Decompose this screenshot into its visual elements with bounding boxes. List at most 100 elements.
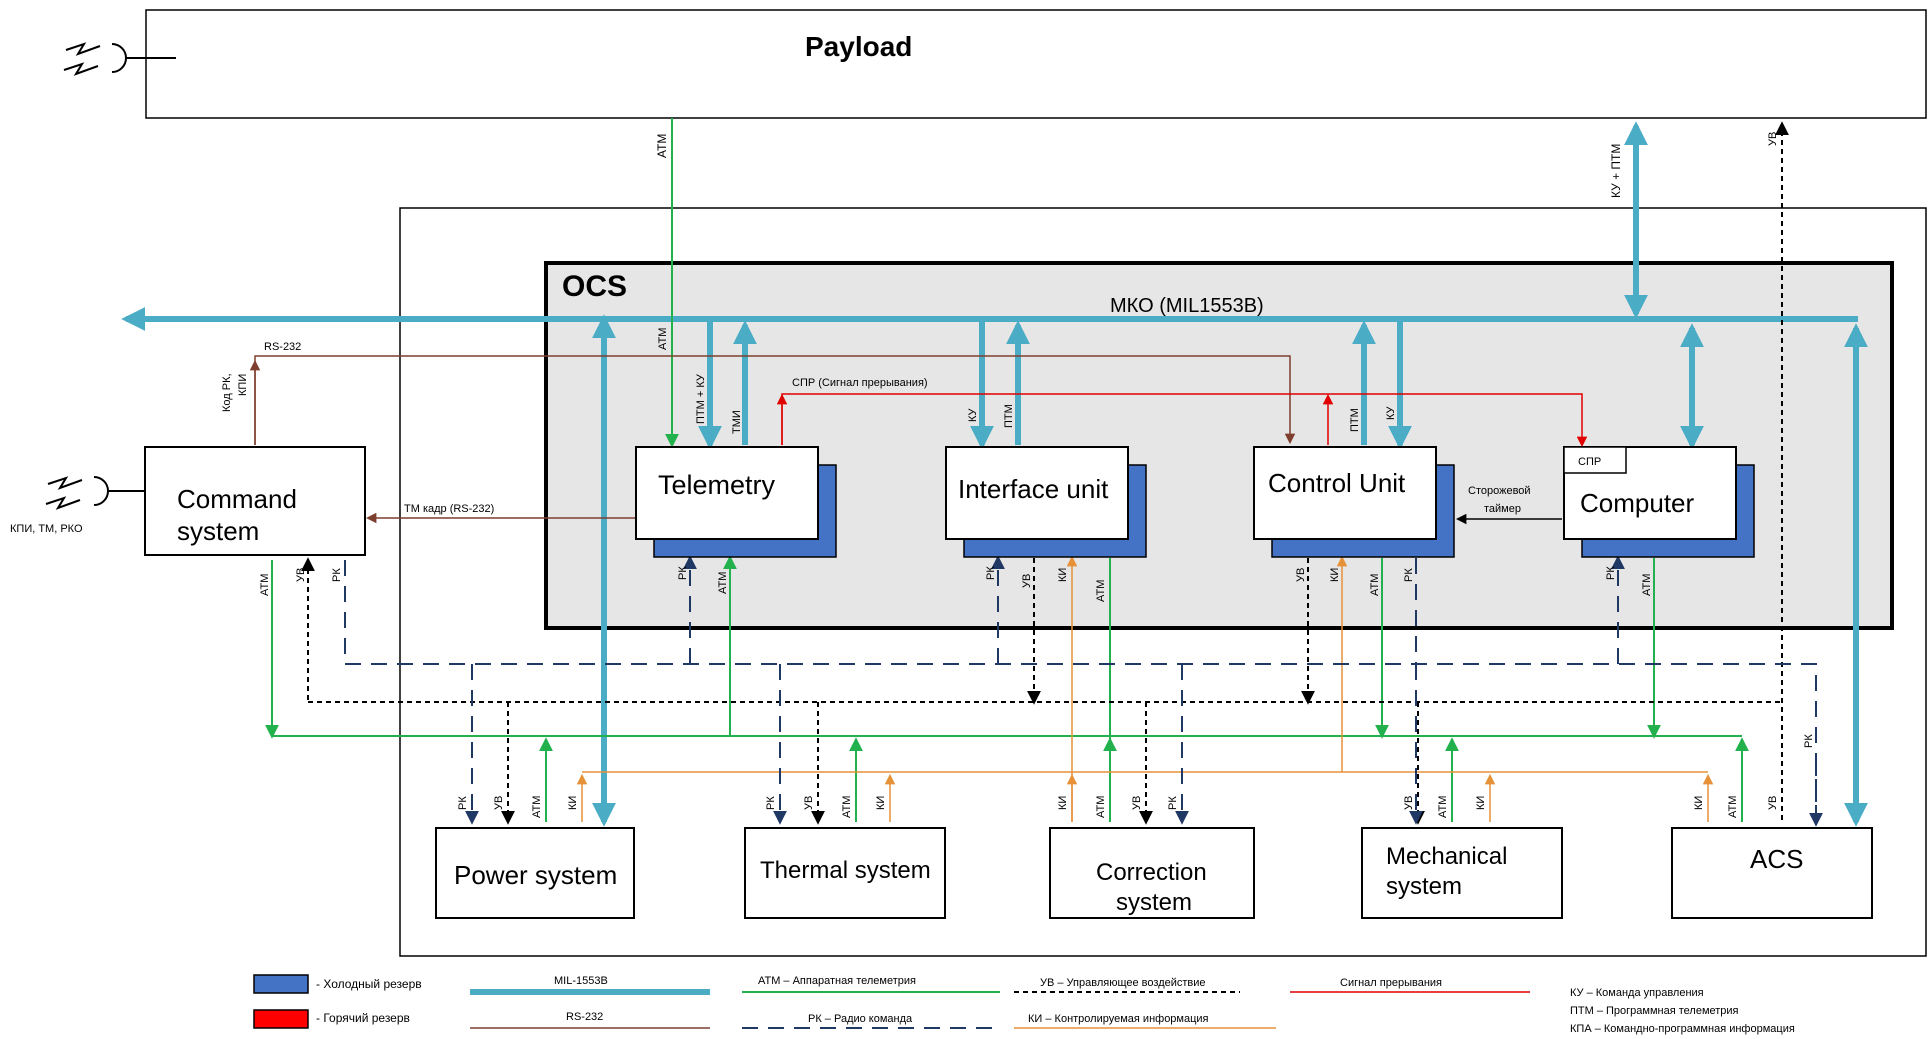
interface-unit-box	[945, 446, 1129, 540]
payload-uv-label: УВ	[1767, 132, 1779, 146]
computer-label: Computer	[1580, 488, 1694, 518]
ps-rk-label: РК	[457, 796, 469, 810]
telemetry-box	[635, 446, 819, 540]
cs-atm-label: АТМ	[259, 574, 271, 596]
legend-cold-label: - Холодный резерв	[316, 977, 422, 991]
iu-rk-label: РК	[985, 566, 997, 580]
ts-uv-label: УВ	[803, 796, 815, 810]
comp-rk-label: РК	[1605, 566, 1617, 580]
legend-hot-label: - Горячий резерв	[316, 1011, 410, 1025]
payload-box	[145, 9, 1927, 119]
iu-ptm-label: ПТМ	[1003, 404, 1015, 428]
tm-tmi-label: ТМИ	[731, 410, 743, 434]
acs-label: ACS	[1750, 844, 1803, 874]
computer-tag: СПР	[1578, 456, 1601, 468]
ocs-box	[544, 261, 1894, 630]
watchdog-label-2: таймер	[1484, 503, 1521, 515]
legend-hot-swatch	[253, 1009, 309, 1029]
legend-abbr-1: КУ – Команда управления	[1570, 987, 1704, 999]
iu-uv-label: УВ	[1021, 574, 1033, 588]
computer-tag-box	[1563, 446, 1627, 474]
legend-abbr-2: ПТМ – Программная телеметрия	[1570, 1005, 1739, 1017]
ms-ki-label: КИ	[1475, 796, 1487, 810]
ts-atm-label: АТМ	[841, 796, 853, 818]
cs2-uv-label: УВ	[1131, 796, 1143, 810]
antenna-cmd-label: КПИ, ТМ, РКО	[10, 523, 83, 535]
acs-ki-label: КИ	[1693, 796, 1705, 810]
cu-rk-label: РК	[1403, 568, 1415, 582]
payload-atm-label: АТМ	[655, 134, 669, 158]
acs-rk-side-label: РК	[1803, 734, 1815, 748]
legend-ki-label: КИ – Контролируемая информация	[1028, 1013, 1209, 1025]
cs2-atm-label: АТМ	[1095, 796, 1107, 818]
mechanical-system-label-1: Mechanical	[1386, 843, 1507, 870]
code-rk-label-1: Код РК,	[221, 373, 233, 412]
legend-uv-label: УВ – Управляющее воздействие	[1040, 977, 1206, 989]
legend-rs232-label: RS-232	[566, 1011, 603, 1023]
ms-atm-label: АТМ	[1437, 796, 1449, 818]
legend-interrupt-label: Сигнал прерывания	[1340, 977, 1442, 989]
correction-system-label-2: system	[1116, 889, 1192, 916]
legend-abbr-3: КПА – Командно-программная информация	[1570, 1023, 1795, 1035]
acs-uv-label: УВ	[1767, 796, 1779, 810]
interface-unit-label: Interface unit	[958, 474, 1109, 504]
legend-mil-label: MIL-1553B	[554, 975, 608, 987]
thermal-system-label: Thermal system	[760, 857, 931, 884]
ms-uv-label: УВ	[1403, 796, 1415, 810]
acs-box	[1671, 827, 1873, 919]
cs-rk-label: РК	[331, 568, 343, 582]
watchdog-label-1: Сторожевой	[1468, 485, 1531, 497]
mil-stubs	[592, 121, 1868, 827]
acs-atm-label: АТМ	[1727, 796, 1739, 818]
rs232-label: RS-232	[264, 341, 301, 353]
power-system-box	[435, 827, 635, 919]
command-system-label-2: system	[177, 516, 259, 546]
mechanical-system-box	[1361, 827, 1563, 919]
legend: - Холодный резерв - Горячий резерв MIL-1…	[253, 974, 1795, 1035]
mil-bus-label: МКО (MIL1553B)	[1110, 295, 1264, 317]
comp-atm-label: АТМ	[1641, 574, 1653, 596]
cu-ki-label: КИ	[1329, 568, 1341, 582]
ps-uv-label: УВ	[493, 796, 505, 810]
command-system-box	[144, 446, 366, 556]
payload-title: Payload	[805, 31, 912, 62]
control-unit-box	[1253, 446, 1437, 540]
atm-network	[265, 555, 1749, 822]
tm-frame-label: ТМ кадр (RS-232)	[404, 503, 494, 515]
mechanical-system-label-2: system	[1386, 873, 1462, 900]
correction-system-label-1: Correction	[1096, 859, 1207, 886]
ps-atm-label: АТМ	[531, 796, 543, 818]
cu-uv-label: УВ	[1295, 568, 1307, 582]
ps-ki-label: КИ	[567, 796, 579, 810]
ocs-title: OCS	[562, 270, 627, 303]
ts-rk-label: РК	[765, 796, 777, 810]
spr-label: СПР (Сигнал прерывания)	[792, 377, 928, 389]
iu-ku-label: КУ	[967, 407, 979, 422]
correction-system-box	[1049, 827, 1255, 919]
tm-ptmku-label: ПТМ + КУ	[695, 373, 707, 424]
subsystem-signal-labels: РК УВ АТМ КИ РК УВ АТМ КИ КИ АТМ УВ РК У…	[457, 796, 1779, 818]
tm-rk-label: РК	[677, 566, 689, 580]
code-rk-label-2: КПИ	[237, 374, 249, 396]
cu-ku-label: КУ	[1385, 405, 1397, 420]
cs-uv-label: УВ	[295, 568, 307, 582]
telemetry-label: Telemetry	[658, 470, 776, 500]
cs2-rk-label: РК	[1167, 796, 1179, 810]
cu-ptm-label: ПТМ	[1349, 408, 1361, 432]
tm-atm2-label: АТМ	[717, 572, 729, 594]
power-system-label: Power system	[454, 860, 617, 890]
cs2-ki-label: КИ	[1057, 796, 1069, 810]
control-unit-label: Control Unit	[1268, 468, 1406, 498]
thermal-system-box	[744, 827, 946, 919]
legend-cold-swatch	[253, 974, 309, 994]
legend-atm-label: АТМ – Аппаратная телеметрия	[758, 975, 916, 987]
ts-ki-label: КИ	[875, 796, 887, 810]
command-antenna-icon	[45, 476, 145, 510]
tm-atm-label: АТМ	[657, 328, 669, 350]
legend-rk-label: РК – Радио команда	[808, 1013, 913, 1025]
uv-network	[301, 557, 1782, 825]
ku-ptm-label: КУ + ПТМ	[1609, 144, 1623, 198]
command-system-label-1: Command	[177, 484, 297, 514]
rk-network	[344, 555, 1823, 827]
